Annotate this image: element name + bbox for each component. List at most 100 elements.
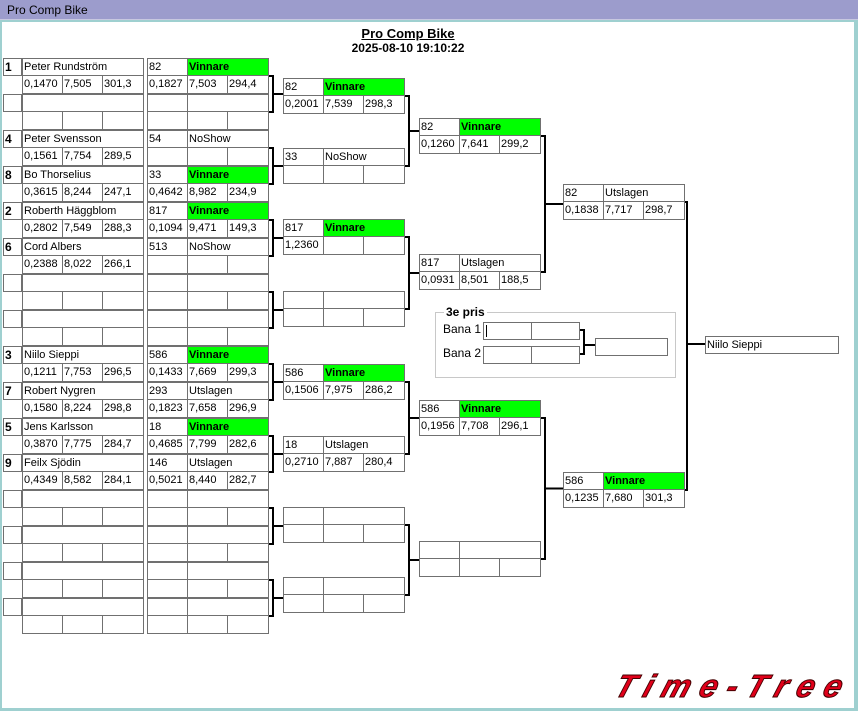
- heat-status: [188, 275, 268, 291]
- entrant-box[interactable]: [22, 310, 144, 346]
- speed: 298,8: [104, 402, 132, 414]
- elapsed-time: [63, 292, 103, 309]
- bracket-connectors: [269, 75, 705, 617]
- reaction-time: [148, 580, 188, 597]
- seed-number: 7: [3, 382, 22, 400]
- reaction-time: 0,1838: [564, 202, 604, 219]
- lane1-input-2[interactable]: [531, 322, 580, 340]
- speed: [364, 166, 404, 183]
- elapsed-time: [188, 616, 228, 633]
- speed: 298,3: [365, 98, 393, 110]
- box-times-row: [148, 292, 268, 309]
- entrant-box[interactable]: [22, 490, 144, 526]
- entrant-box[interactable]: [22, 598, 144, 634]
- speed: 296,9: [229, 402, 257, 414]
- seed-number: 2: [3, 202, 22, 220]
- bracket-area: Pro Comp Bike 2025-08-10 19:10:22 3e pri…: [2, 22, 854, 708]
- elapsed-time: [63, 616, 103, 633]
- heat-result-box[interactable]: [147, 490, 269, 526]
- heat-result-box[interactable]: [147, 274, 269, 310]
- speed: 284,7: [104, 438, 132, 450]
- heat-result-box[interactable]: [147, 526, 269, 562]
- heat-result-box[interactable]: [147, 94, 269, 130]
- elapsed-time: [324, 309, 364, 326]
- seed-number: 6: [3, 238, 22, 256]
- heat-result-box[interactable]: [283, 291, 405, 327]
- heat-result-box[interactable]: [147, 310, 269, 346]
- lane1-input-1[interactable]: [483, 322, 532, 340]
- heat-result-box[interactable]: [147, 562, 269, 598]
- box-times-row: [420, 559, 540, 576]
- elapsed-time: [188, 328, 228, 345]
- entrant-box[interactable]: [22, 562, 144, 598]
- seed-number: [3, 526, 22, 544]
- box-header-row: [23, 491, 143, 508]
- box-header-row: Robert Nygren: [23, 383, 143, 400]
- speed: 296,1: [501, 420, 529, 432]
- heat-status: [188, 599, 268, 615]
- elapsed-time: 8,022: [63, 256, 103, 273]
- third-place-result[interactable]: [595, 338, 668, 356]
- heat-result-box[interactable]: [419, 541, 541, 577]
- speed: [103, 328, 143, 345]
- speed: 299,3: [229, 366, 257, 378]
- heat-result-box[interactable]: [283, 577, 405, 613]
- elapsed-time: [188, 580, 228, 597]
- box-header-row: [284, 292, 404, 309]
- speed: 282,6: [229, 438, 257, 450]
- lane2-input-1[interactable]: [483, 346, 532, 364]
- entrant-box[interactable]: [22, 94, 144, 130]
- lane2-input-2[interactable]: [531, 346, 580, 364]
- final-winner[interactable]: Niilo Sieppi: [705, 336, 839, 354]
- heat-result-box[interactable]: [283, 507, 405, 543]
- elapsed-time: 7,975: [324, 382, 364, 399]
- reaction-time: 0,2710: [284, 454, 324, 471]
- box-times-row: [23, 292, 143, 309]
- rider-number: 586: [148, 347, 188, 363]
- box-header-row: [420, 542, 540, 559]
- box-times-row: [23, 112, 143, 129]
- heat-status: Vinnare: [188, 203, 268, 219]
- rider-name: Peter Svensson: [24, 133, 102, 145]
- elapsed-time: [188, 544, 228, 561]
- seed-number: 4: [3, 130, 22, 148]
- entrant-box[interactable]: [22, 526, 144, 562]
- entrant-box[interactable]: [22, 274, 144, 310]
- heat-result-box[interactable]: [147, 598, 269, 634]
- rider-name: Jens Karlsson: [24, 421, 94, 433]
- rider-name: [23, 311, 143, 327]
